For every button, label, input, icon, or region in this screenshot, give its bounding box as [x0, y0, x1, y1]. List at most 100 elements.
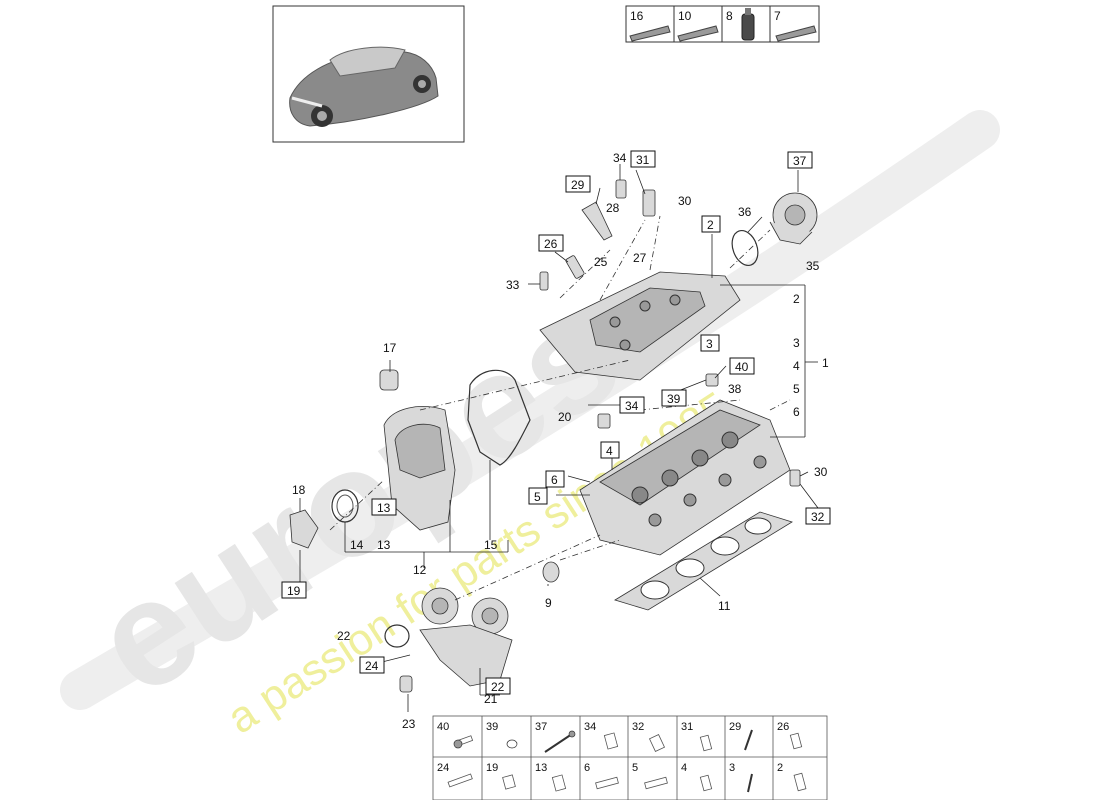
plug-17[interactable] — [379, 369, 399, 391]
callout-box-39: 39 — [661, 389, 687, 407]
callout-labels: 2 3 4 5 6 1 34 30 28 27 25 33 36 35 17 3… — [292, 151, 829, 731]
svg-text:39: 39 — [667, 392, 681, 406]
table-cell: 40 — [437, 721, 449, 733]
svg-text:3: 3 — [706, 337, 713, 351]
callout-18: 18 — [292, 483, 306, 497]
callout-11: 11 — [718, 599, 731, 613]
callout-box-13: 13 — [371, 498, 397, 516]
timing-case-cover[interactable] — [383, 406, 456, 531]
consumable-10[interactable]: 10 — [677, 9, 719, 42]
callout-3: 3 — [793, 336, 800, 350]
callout-35: 35 — [806, 259, 820, 273]
consumable-number: 8 — [726, 9, 733, 23]
screw-icon — [447, 772, 807, 793]
consumable-number: 10 — [678, 9, 692, 23]
svg-text:5: 5 — [534, 490, 541, 504]
fastener-table: 40 39 37 34 32 31 29 26 24 19 13 6 5 4 3… — [432, 715, 828, 801]
gasket-15[interactable] — [467, 369, 531, 466]
watermark: europes a passion for parts since 1985 — [60, 110, 1000, 743]
table-cell: 32 — [632, 721, 644, 733]
callout-box-26: 26 — [538, 234, 564, 252]
callout-box-4: 4 — [600, 441, 620, 459]
callout-28: 28 — [606, 201, 620, 215]
svg-text:2: 2 — [707, 218, 714, 232]
table-cell: 26 — [777, 721, 789, 733]
svg-text:37: 37 — [793, 154, 807, 168]
table-cell: 34 — [584, 721, 596, 733]
bolt-icon — [453, 729, 803, 753]
consumable-8[interactable]: 8 — [726, 8, 755, 41]
svg-text:19: 19 — [287, 584, 301, 598]
head-gasket[interactable] — [614, 511, 793, 611]
svg-text:22: 22 — [491, 680, 505, 694]
callout-box-37: 37 — [787, 151, 813, 169]
small-parts-right[interactable] — [542, 373, 801, 583]
table-cell: 24 — [437, 762, 449, 774]
callout-box-24: 24 — [359, 656, 385, 674]
svg-text:4: 4 — [606, 444, 613, 458]
callout-22: 22 — [337, 629, 351, 643]
callout-box-5: 5 — [528, 487, 548, 505]
svg-text:24: 24 — [365, 659, 379, 673]
table-cell: 6 — [584, 762, 590, 774]
callout-15: 15 — [484, 538, 498, 552]
callout-34: 34 — [613, 151, 627, 165]
callout-box-3: 3 — [700, 334, 720, 352]
svg-text:32: 32 — [811, 510, 825, 524]
consumables-table: 16 10 8 7 — [625, 5, 820, 43]
table-cell: 5 — [632, 762, 638, 774]
camshaft-adjuster[interactable] — [384, 587, 513, 693]
svg-text:26: 26 — [544, 237, 558, 251]
vacuum-pump[interactable] — [769, 192, 818, 245]
callout-23: 23 — [402, 717, 416, 731]
callout-box-29: 29 — [565, 175, 591, 193]
callout-21: 21 — [484, 692, 498, 706]
boxed-callouts: 31 37 29 2 26 3 40 39 34 4 6 5 13 32 19 … — [281, 150, 831, 695]
consumable-number: 16 — [630, 9, 644, 23]
svg-text:31: 31 — [636, 153, 650, 167]
vehicle-thumbnail — [272, 5, 465, 143]
svg-text:6: 6 — [551, 473, 558, 487]
cover-18[interactable] — [289, 509, 319, 549]
callout-box-34: 34 — [619, 396, 645, 414]
table-cell: 19 — [486, 762, 498, 774]
callout-30: 30 — [678, 194, 692, 208]
callout-12: 12 — [413, 563, 427, 577]
sensor-parts[interactable] — [539, 179, 656, 291]
callout-9: 9 — [545, 596, 552, 610]
callout-box-22: 22 — [485, 677, 511, 695]
callout-30b: 30 — [814, 465, 828, 479]
callout-13: 13 — [377, 538, 391, 552]
callout-38: 38 — [728, 382, 742, 396]
callout-36: 36 — [738, 205, 752, 219]
callout-box-19: 19 — [281, 581, 307, 599]
svg-text:29: 29 — [571, 178, 585, 192]
callout-6: 6 — [793, 405, 800, 419]
callout-25: 25 — [594, 255, 608, 269]
svg-text:34: 34 — [625, 399, 639, 413]
table-cell: 37 — [535, 721, 547, 733]
table-cell: 29 — [729, 721, 741, 733]
svg-text:13: 13 — [377, 501, 391, 515]
cylinder-head-cover[interactable] — [539, 271, 741, 381]
callout-box-2: 2 — [701, 215, 721, 233]
callout-17: 17 — [383, 341, 397, 355]
cylinder-head[interactable] — [579, 399, 791, 556]
gasket-36[interactable] — [728, 227, 763, 269]
table-cell: 39 — [486, 721, 498, 733]
callout-box-31: 31 — [630, 150, 656, 168]
table-cell: 3 — [729, 762, 735, 774]
callout-1: 1 — [822, 356, 829, 370]
callout-20: 20 — [558, 410, 572, 424]
consumable-7[interactable]: 7 — [774, 9, 817, 42]
consumable-number: 7 — [774, 9, 781, 23]
consumable-16[interactable]: 16 — [629, 9, 671, 42]
callout-box-6: 6 — [545, 470, 565, 488]
table-cell: 2 — [777, 762, 783, 774]
callout-33: 33 — [506, 278, 520, 292]
svg-text:40: 40 — [735, 360, 749, 374]
callout-27: 27 — [633, 251, 647, 265]
table-cell: 31 — [681, 721, 693, 733]
callout-14: 14 — [350, 538, 364, 552]
